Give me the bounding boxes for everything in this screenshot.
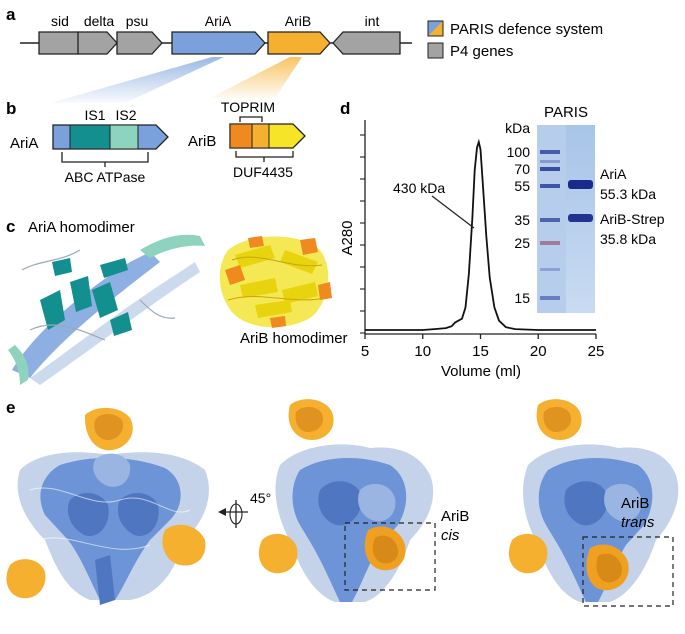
gene-label-psu: psu (126, 13, 149, 29)
trans-highlight-box (582, 536, 674, 607)
cryoem-map-trans (508, 399, 679, 602)
aria-gel-band (568, 180, 593, 189)
x-tick-label-15: 15 (472, 343, 489, 360)
gene-arib (267, 31, 331, 55)
is2-domain (109, 124, 139, 150)
legend-label-p4: P4 genes (450, 43, 513, 60)
arib-homodimer-title: AriB homodimer (240, 330, 348, 347)
marker-labels: 100 70 55 35 25 15 (507, 144, 531, 306)
y-tick-group (360, 134, 365, 334)
marker-band-100 (540, 150, 560, 154)
marker-label-55: 55 (514, 178, 530, 194)
kda-label: kDa (505, 120, 530, 136)
marker-label-70: 70 (514, 161, 530, 177)
x-axis-label: Volume (ml) (441, 363, 521, 380)
x-tick-label-10: 10 (414, 343, 431, 360)
band-label-aria-mw: 55.3 kDa (600, 186, 656, 202)
panel-letter-b: b (6, 99, 16, 118)
x-tick-label-5: 5 (361, 343, 369, 360)
marker-band-25 (540, 241, 560, 245)
arib-domain-label: AriB (188, 133, 216, 150)
panel-letter-d: d (340, 99, 350, 118)
cryoem-map-top-view (6, 407, 209, 605)
toprim-domain-2 (251, 123, 270, 149)
annotation-pointer (431, 195, 475, 229)
marker-band-35 (540, 218, 560, 222)
x-tick-label-25: 25 (588, 343, 605, 360)
panel-letter-c: c (6, 217, 15, 236)
gene-label-arib: AriB (285, 13, 311, 29)
band-label-arib-mw: 35.8 kDa (600, 231, 656, 247)
marker-ladder (540, 150, 560, 300)
gene-delta (77, 31, 118, 55)
abc-atpase-label: ABC ATPase (65, 169, 146, 185)
peak-annotation: 430 kDa (393, 180, 445, 196)
panel-a: a sid delta psu AriA AriB int PARIS defe… (6, 5, 603, 103)
toprim-label: TOPRIM (221, 99, 275, 115)
toprim-domain (229, 123, 253, 149)
toprim-bracket (239, 116, 263, 122)
panel-b: b AriA IS1 IS2 ABC ATPase AriB TOPRIM DU… (6, 99, 306, 185)
band-label-aria: AriA (600, 166, 627, 182)
zoom-fan-aria (50, 57, 224, 103)
y-axis-label: A280 (339, 220, 356, 255)
arib-gel-band (568, 214, 593, 222)
zoom-fan-arib (210, 57, 302, 98)
arib-cis-sublabel: cis (441, 527, 460, 544)
marker-label-15: 15 (514, 290, 530, 306)
arib-cis-label: AriB (441, 508, 469, 525)
arib-trans-sublabel: trans (621, 514, 655, 531)
x-tick-label-20: 20 (530, 343, 547, 360)
gene-label-sid: sid (51, 13, 69, 29)
marker-label-100: 100 (507, 144, 531, 160)
duf4435-bracket (235, 151, 294, 162)
cis-highlight-box (344, 522, 436, 591)
marker-band-70 (540, 167, 560, 171)
marker-band-15 (540, 296, 560, 300)
gene-label-aria: AriA (205, 13, 232, 29)
aria-homodimer-title: AriA homodimer (28, 219, 135, 236)
panel-c: c AriA homodimer (6, 217, 348, 385)
marker-label-25: 25 (514, 235, 530, 251)
abc-atpase-bracket (61, 152, 149, 167)
marker-band-faint-2 (540, 268, 560, 271)
marker-band-55 (540, 184, 560, 188)
x-tick-group: 5 10 15 20 25 (361, 334, 605, 360)
marker-label-35: 35 (514, 212, 530, 228)
cryoem-map-cis (258, 399, 434, 602)
legend-swatch-gray (427, 42, 444, 59)
is1-label: IS1 (84, 107, 105, 123)
panel-letter-a: a (6, 5, 16, 24)
gene-int (332, 31, 401, 55)
is2-label: IS2 (115, 107, 136, 123)
chromatogram-line (365, 138, 596, 331)
gene-psu (116, 31, 163, 55)
gene-label-int: int (365, 13, 380, 29)
arib-homodimer-structure (219, 236, 332, 328)
band-label-arib: AriB-Strep (600, 211, 665, 227)
marker-band-faint-1 (540, 160, 560, 163)
panel-e: e 45° (6, 398, 679, 607)
legend-swatch-blue (428, 21, 443, 36)
rotation-label: 45° (250, 490, 271, 506)
legend-label-paris: PARIS defence system (450, 21, 603, 38)
duf4435-label: DUF4435 (233, 164, 293, 180)
aria-domain-label: AriA (10, 135, 38, 152)
panel-d: d 5 10 15 20 25 A280 Volume (ml) 430 kDa PAR… (339, 99, 665, 380)
rotation-arrow-icon (218, 500, 248, 528)
gene-label-delta: delta (84, 13, 115, 29)
is1-domain (69, 124, 111, 150)
aria-homodimer-structure (8, 234, 205, 385)
gene-aria (171, 31, 266, 55)
gel-title: PARIS (544, 104, 588, 121)
panel-letter-e: e (6, 398, 15, 417)
legend-swatch-border (427, 20, 444, 37)
arib-trans-label: AriB (621, 495, 649, 512)
